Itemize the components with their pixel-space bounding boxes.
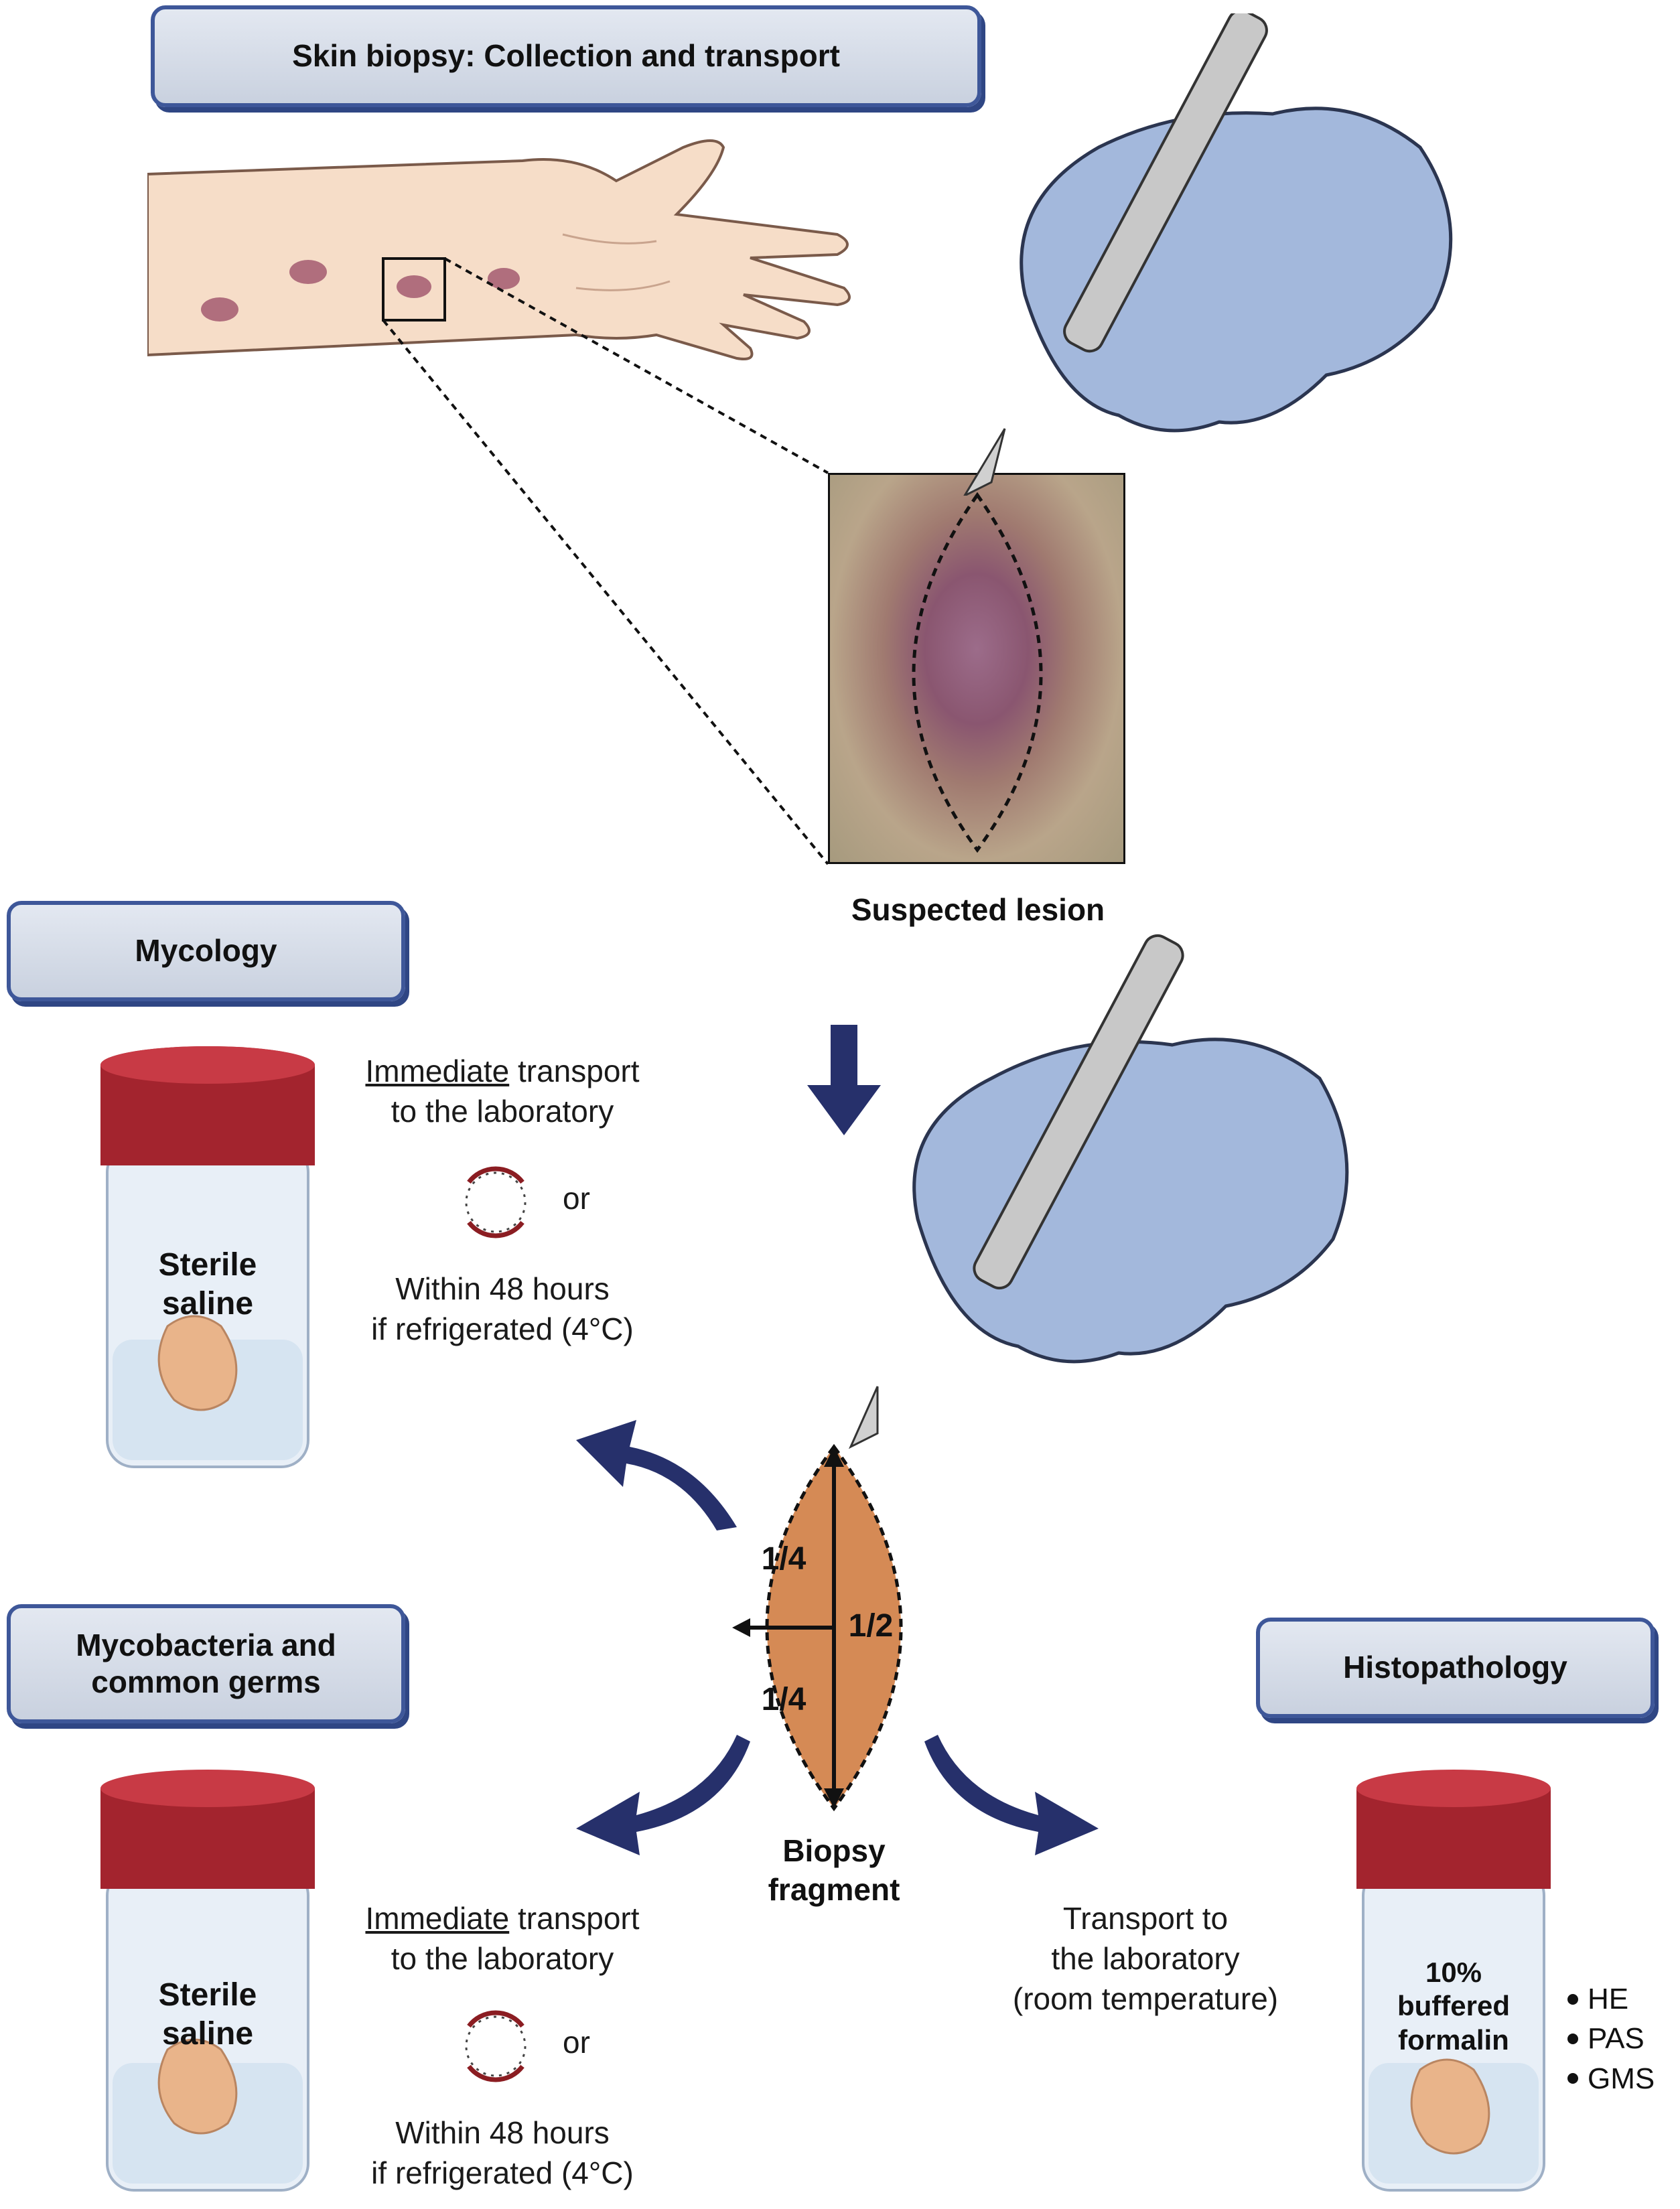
- fraction-quarter-bottom: 1/4: [761, 1682, 807, 1717]
- arm-illustration: [147, 139, 851, 360]
- lesion-spot: [289, 260, 327, 284]
- fraction-quarter-top: 1/4: [761, 1541, 807, 1577]
- stain-item: HE: [1567, 1979, 1655, 2019]
- clock-icon: [465, 2010, 527, 2082]
- arrow-to-mycobacteria: [576, 1735, 750, 1855]
- arrow-to-histopathology: [924, 1735, 1099, 1855]
- mycobacteria-alt-text: Within 48 hours if refrigerated (4°C): [371, 2115, 634, 2190]
- histopathology-title: Histopathology: [1343, 1650, 1567, 1685]
- mycology-title: Mycology: [135, 933, 277, 969]
- histopathology-jar-label: 10% buffered formalin: [1397, 1956, 1510, 2056]
- scalpel-handle: [1063, 13, 1268, 353]
- selection-square: [382, 257, 446, 322]
- mycobacteria-jar-label: Sterile saline: [158, 1977, 257, 2052]
- page-title: Skin biopsy: Collection and transport: [292, 38, 840, 74]
- mycology-box: Mycology: [7, 901, 405, 1001]
- stain-item: PAS: [1567, 2019, 1655, 2058]
- gloved-hand-scalpel-top: [963, 13, 1453, 496]
- lesion-photo: [828, 473, 1125, 864]
- mycology-or: or: [563, 1181, 590, 1216]
- scalpel-handle: [973, 934, 1184, 1290]
- biopsy-fragment: [732, 1443, 903, 1812]
- fragment-caption: Biopsy fragment: [768, 1833, 900, 1907]
- mycology-jar-label: Sterile saline: [158, 1247, 257, 1322]
- down-arrow-icon: [807, 1025, 881, 1135]
- mycology-alt-text: Within 48 hours if refrigerated (4°C): [371, 1271, 634, 1346]
- title-box: Skin biopsy: Collection and transport: [151, 5, 981, 107]
- mycobacteria-or: or: [563, 2025, 590, 2060]
- lesion-spot: [488, 268, 520, 289]
- fraction-half: 1/2: [848, 1608, 894, 1644]
- mycology-transport-text: Immediate transport to the laboratory: [365, 1054, 640, 1129]
- mycobacteria-transport-text: Immediate transport to the laboratory: [365, 1901, 640, 1976]
- histopathology-transport-text: Transport to the laboratory (room temper…: [1012, 1901, 1279, 2016]
- mycology-jar: [100, 1046, 315, 1468]
- lesion-spot: [201, 297, 238, 322]
- gloved-hand-scalpel-middle: [848, 934, 1349, 1449]
- lesion-caption: Suspected lesion: [851, 892, 1105, 927]
- arrow-to-mycology: [576, 1420, 737, 1530]
- clock-icon: [465, 1166, 527, 1238]
- lesion-spot: [397, 275, 431, 298]
- stain-item: GMS: [1567, 2059, 1655, 2098]
- stains-list: HE PAS GMS: [1567, 1979, 1655, 2098]
- mycobacteria-box: Mycobacteria and common germs: [7, 1604, 405, 1723]
- mycobacteria-jar: [100, 1770, 315, 2192]
- excision-outline: [912, 492, 1043, 853]
- histopathology-jar: [1356, 1770, 1551, 2192]
- histopathology-box: Histopathology: [1256, 1618, 1655, 1718]
